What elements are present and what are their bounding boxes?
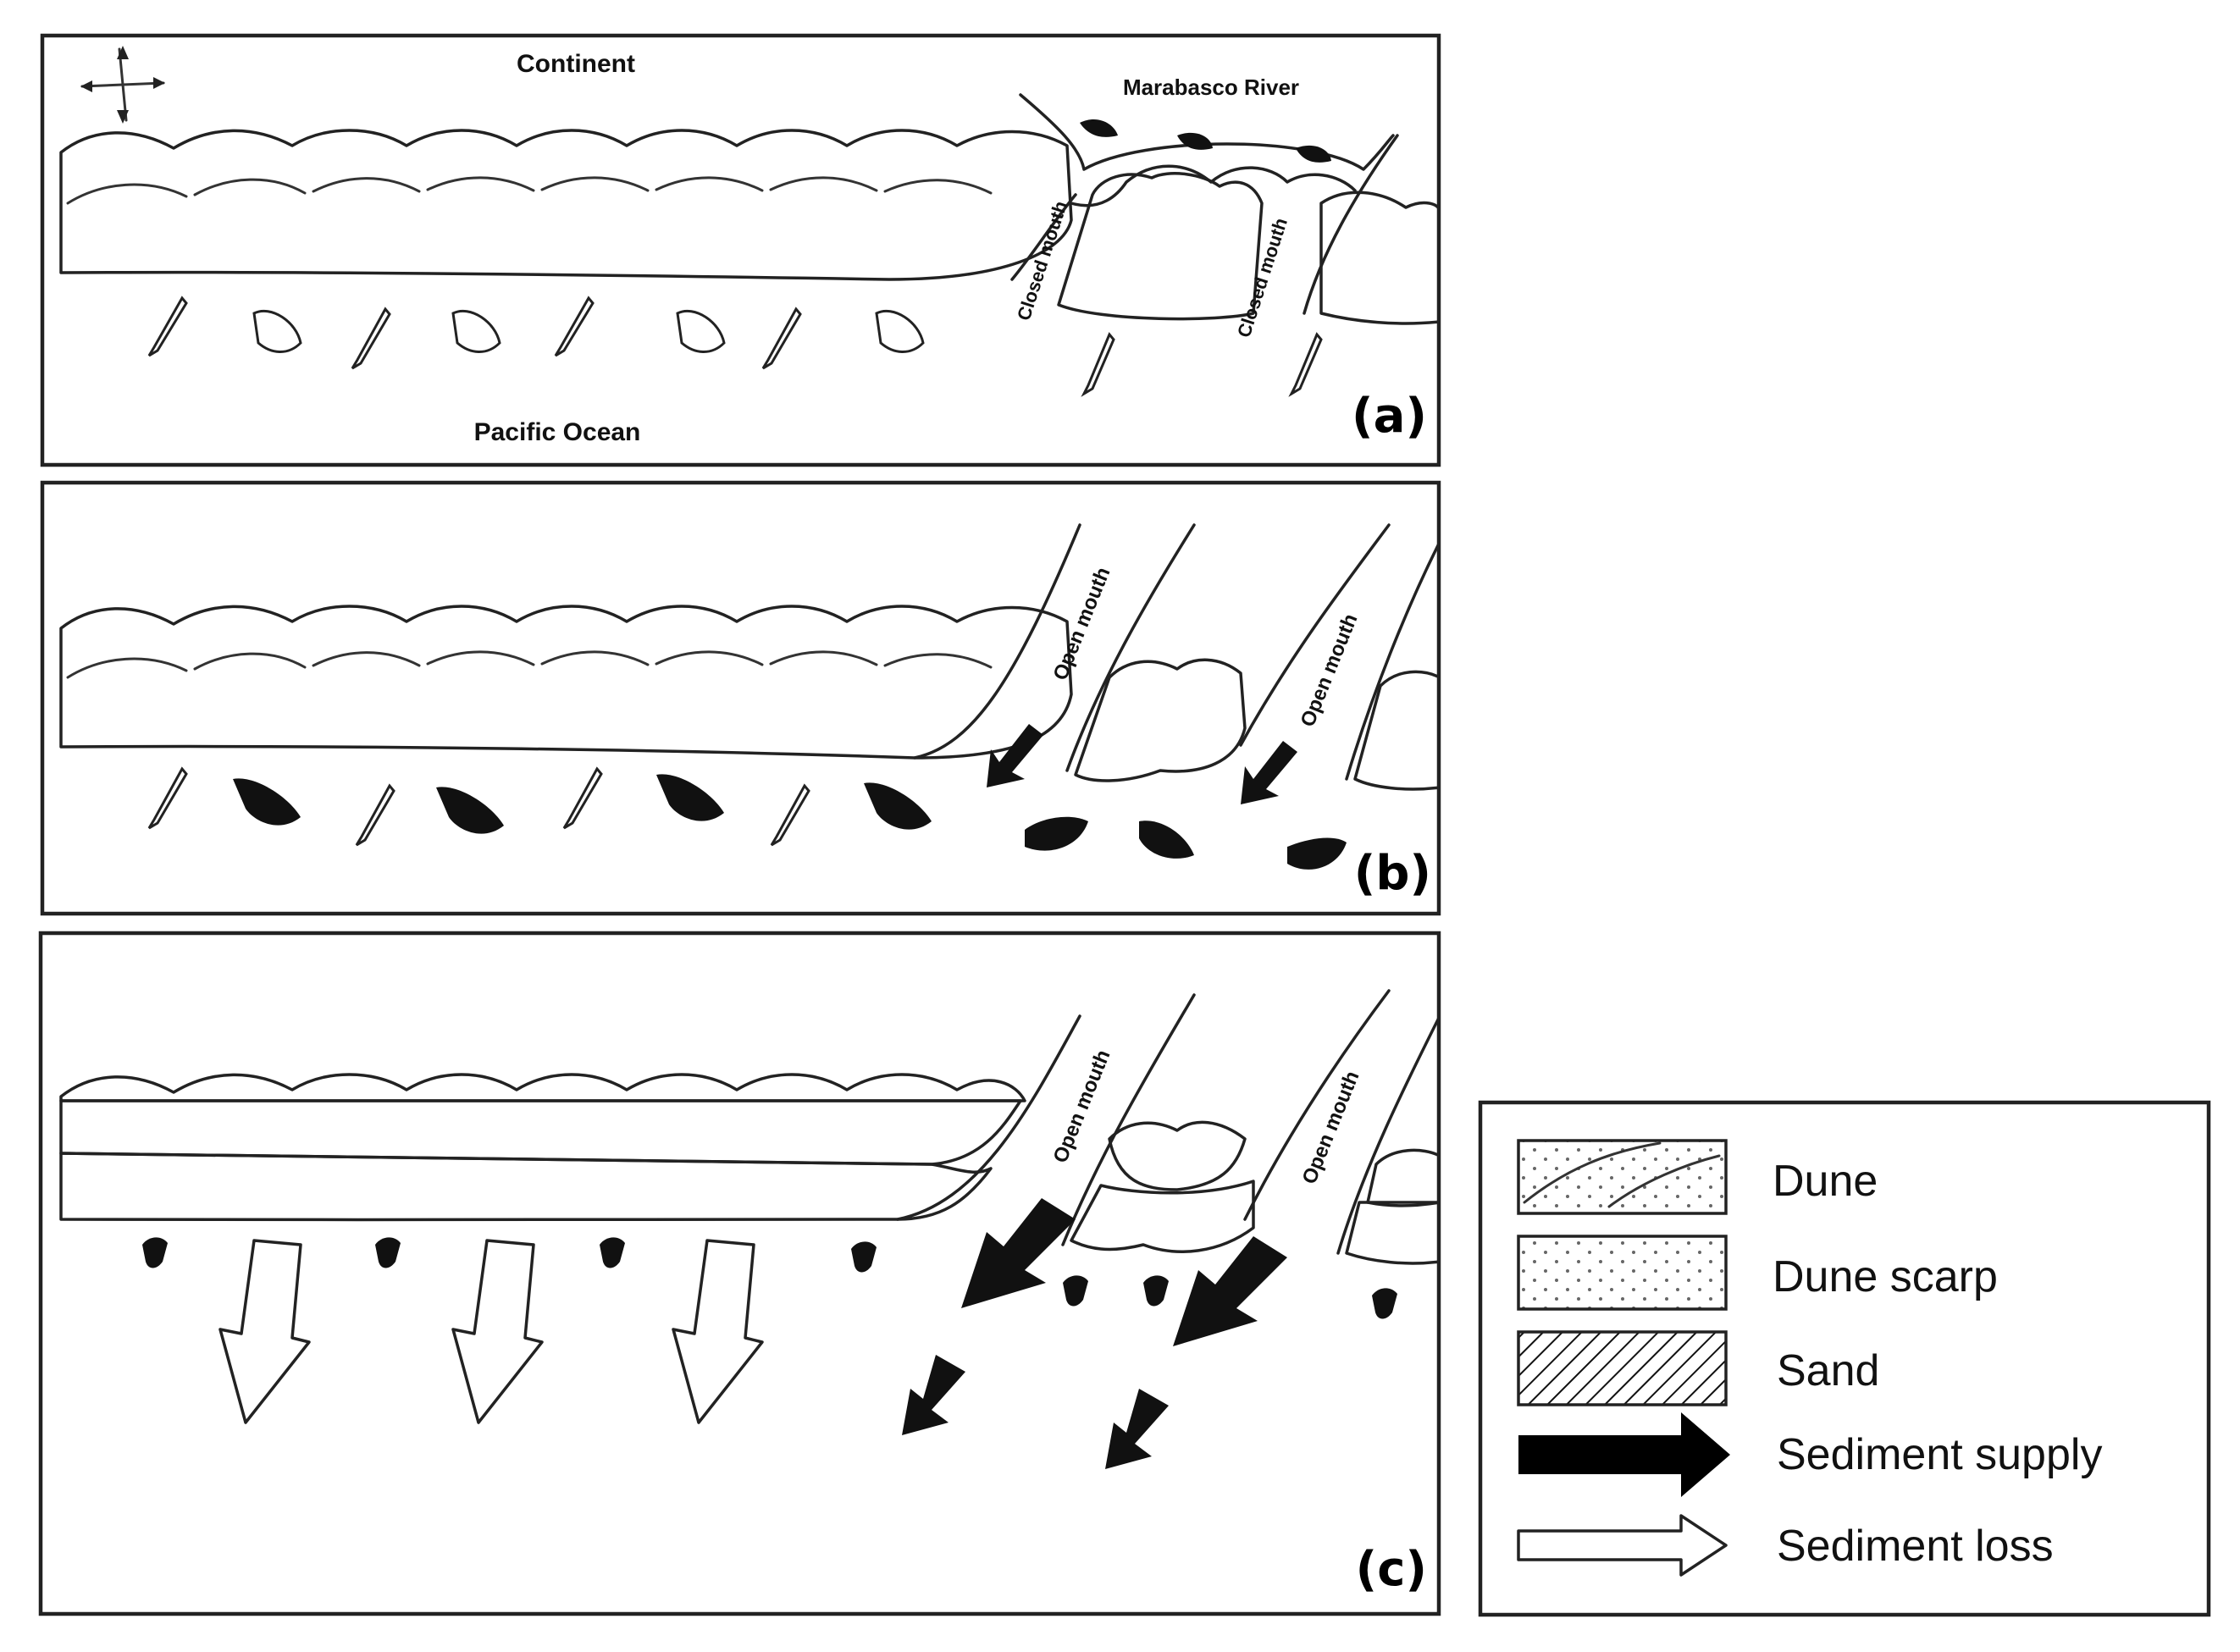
supply-shoe-marker bbox=[864, 782, 932, 830]
pencil-marker bbox=[562, 766, 603, 830]
panel-b-mouth-line-3 bbox=[1239, 523, 1391, 747]
pencil-marker bbox=[355, 783, 395, 847]
panel-a-letter: (a) bbox=[1352, 389, 1427, 444]
supply-shoe-marker bbox=[436, 787, 504, 834]
pencil-marker bbox=[1288, 332, 1323, 397]
legend-item-dune: Dune bbox=[1517, 1139, 1878, 1215]
supply-shoe-marker bbox=[1025, 816, 1088, 851]
legend: Dune Dune scarp Sand Sediment supply Sed… bbox=[1478, 1100, 2211, 1617]
panel-b-barrier-2 bbox=[1353, 670, 1437, 791]
shoe-marker bbox=[875, 309, 925, 353]
panel-a: Continent Marabasco River Pacific Ocean … bbox=[40, 33, 1441, 467]
supply-curl bbox=[1372, 1288, 1397, 1319]
legend-label-sand: Sand bbox=[1777, 1346, 1879, 1395]
pencil-marker bbox=[1081, 332, 1115, 397]
panel-a-frame bbox=[40, 33, 1441, 467]
panel-c-sediment-markers bbox=[142, 1198, 1397, 1469]
panel-a-dune-belt bbox=[59, 129, 1073, 281]
supply-shoe-marker bbox=[1287, 837, 1347, 870]
shoe-marker bbox=[451, 309, 501, 353]
panel-c-mouth-line-1 bbox=[896, 1014, 1081, 1221]
legend-item-sand: Sand bbox=[1517, 1330, 1879, 1406]
panel-c-dune-scarp bbox=[59, 1152, 993, 1222]
supply-curl bbox=[142, 1237, 168, 1268]
supply-shoe-marker bbox=[656, 774, 724, 821]
panel-b-letter: (b) bbox=[1354, 846, 1431, 901]
panel-a-barrier-1 bbox=[1057, 172, 1264, 321]
panel-c-mouth-line-4 bbox=[1336, 1018, 1437, 1255]
panel-b-mouth-line-4 bbox=[1345, 544, 1437, 781]
panel-b-mouth-line-2 bbox=[1065, 523, 1196, 772]
supply-curl bbox=[1063, 1275, 1088, 1307]
panel-c: Open mouth Open mouth (c) bbox=[38, 931, 1441, 1616]
legend-label-dune-scarp: Dune scarp bbox=[1773, 1252, 1998, 1301]
river-label: Marabasco River bbox=[1123, 75, 1299, 100]
panel-b: Open mouth Open mouth (b) bbox=[40, 480, 1441, 916]
panel-a-dune-inner-ridges bbox=[66, 176, 993, 205]
legend-label-dune: Dune bbox=[1773, 1157, 1878, 1206]
supply-arrow bbox=[1173, 1236, 1287, 1346]
supply-shoe-marker bbox=[1139, 820, 1194, 859]
supply-arrow bbox=[1105, 1389, 1169, 1469]
ocean-label: Pacific Ocean bbox=[474, 418, 641, 446]
panel-b-barrier-1 bbox=[1074, 658, 1247, 782]
panel-b-mouth-line-1 bbox=[913, 523, 1081, 760]
loss-arrow bbox=[672, 1239, 764, 1424]
continent-label: Continent bbox=[517, 50, 635, 78]
shoe-marker bbox=[252, 309, 302, 353]
pencil-marker bbox=[147, 296, 188, 357]
panel-a-river-black-markers bbox=[1080, 119, 1331, 163]
panel-c-mouth-line-3 bbox=[1243, 989, 1391, 1221]
panel-a-mouth-line-2 bbox=[1303, 134, 1399, 315]
panel-c-barrier-1 bbox=[1108, 1120, 1247, 1191]
supply-arrow bbox=[961, 1198, 1076, 1308]
pencil-marker bbox=[554, 296, 595, 357]
legend-item-sediment-loss: Sediment loss bbox=[1517, 1514, 2054, 1577]
panel-a-sediment-markers bbox=[147, 296, 1323, 397]
supply-shoe-marker bbox=[233, 778, 301, 826]
panel-c-mouth-line-2 bbox=[1061, 993, 1196, 1246]
loss-arrow bbox=[451, 1239, 544, 1424]
supply-curl bbox=[375, 1237, 401, 1268]
legend-label-sediment-loss: Sediment loss bbox=[1777, 1522, 2054, 1571]
panel-c-letter: (c) bbox=[1356, 1542, 1427, 1597]
black-arrow-icon bbox=[1518, 1412, 1730, 1497]
supply-arrow bbox=[1241, 741, 1297, 804]
panel-b-sediment-markers bbox=[147, 724, 1347, 870]
supply-arrow bbox=[902, 1355, 965, 1435]
panel-a-barrier-2 bbox=[1319, 191, 1437, 325]
supply-curl bbox=[1143, 1275, 1169, 1307]
supply-arrow bbox=[987, 724, 1043, 787]
loss-arrow bbox=[218, 1239, 311, 1424]
panel-c-dune-crests bbox=[59, 1073, 1026, 1102]
legend-item-dune-scarp: Dune scarp bbox=[1517, 1235, 1998, 1311]
white-arrow-icon bbox=[1517, 1514, 1728, 1577]
legend-label-sediment-supply: Sediment supply bbox=[1777, 1430, 2102, 1479]
panel-c-barrier-1-scarp bbox=[1070, 1180, 1255, 1253]
pencil-marker bbox=[351, 307, 391, 370]
panel-b-frame bbox=[40, 480, 1441, 916]
legend-item-sediment-supply: Sediment supply bbox=[1518, 1412, 2102, 1497]
sand-hatch-swatch bbox=[1517, 1330, 1728, 1406]
panel-b-dune-belt bbox=[59, 605, 1073, 760]
panel-c-barrier-2-scarp bbox=[1345, 1201, 1437, 1265]
panel-a-mouth-line-1 bbox=[1010, 193, 1077, 281]
supply-curl bbox=[600, 1237, 625, 1268]
compass-rose-icon bbox=[80, 46, 165, 124]
pencil-marker bbox=[147, 766, 188, 830]
dune-scarp-swatch bbox=[1517, 1235, 1728, 1311]
panel-c-barrier-2 bbox=[1366, 1148, 1437, 1207]
pencil-marker bbox=[761, 307, 802, 370]
supply-curl bbox=[851, 1241, 877, 1273]
pencil-marker bbox=[770, 783, 810, 847]
shoe-marker bbox=[676, 309, 726, 353]
dune-swatch-lines bbox=[1523, 1141, 1721, 1208]
panel-b-dune-inner-ridges bbox=[66, 650, 993, 679]
